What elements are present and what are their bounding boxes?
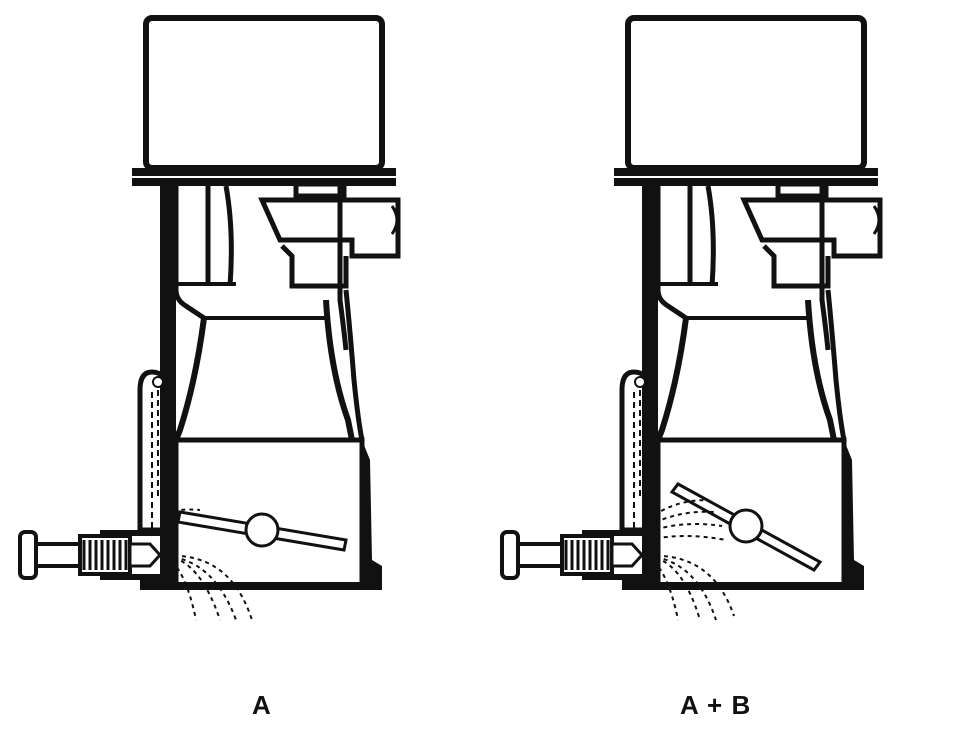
fuel-spray (165, 508, 253, 621)
caption-a: A (252, 690, 272, 720)
throttle-plate (669, 482, 823, 572)
caption-a-plus-b: A + B (680, 690, 752, 720)
throttle-plate (176, 510, 348, 552)
figure-a (20, 18, 398, 621)
fuel-spray (647, 499, 735, 621)
figure-ab (502, 18, 880, 621)
